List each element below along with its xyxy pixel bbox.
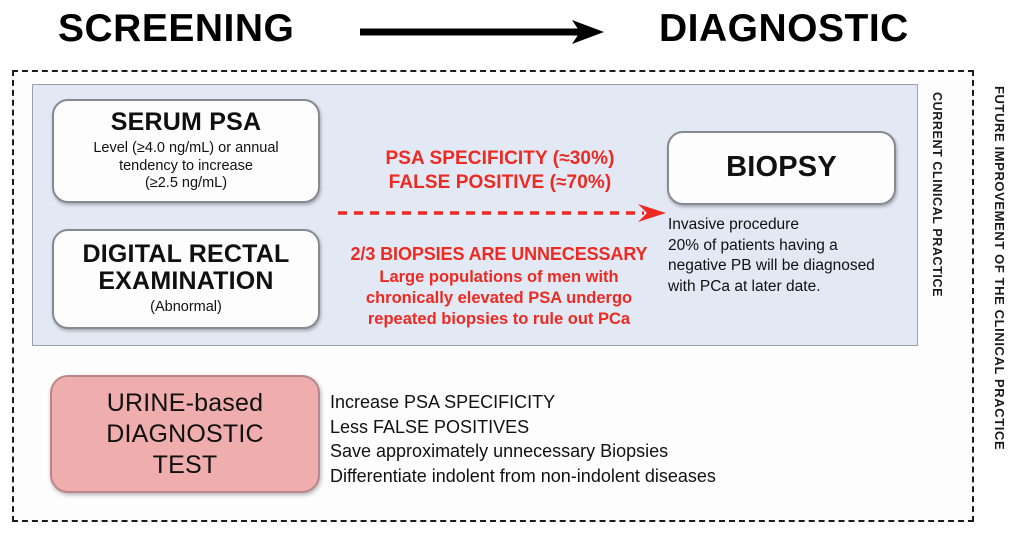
benefit-item: Save approximately unnecessary Biopsies — [330, 441, 669, 462]
serum-psa-detail-line-1: Level (≥4.0 ng/mL) or annual — [93, 140, 279, 157]
dre-title-line-1: DIGITAL RECTAL — [82, 240, 290, 269]
right-arrow-icon — [360, 20, 604, 44]
urine-test-title-line-3: TEST — [152, 450, 218, 479]
psa-specificity-text: PSA SPECIFICITY (≈30%) — [385, 148, 615, 169]
dre-subtitle: (Abnormal) — [150, 299, 222, 316]
biopsy-box[interactable]: BIOPSY — [667, 131, 896, 205]
biopsy-note-line: with PCa at later date. — [668, 277, 821, 295]
biopsy-note-line: Invasive procedure — [668, 216, 799, 233]
benefit-item: Less FALSE POSITIVES — [330, 416, 530, 437]
unnecessary-biopsies-headline: 2/3 BIOPSIES ARE UNNECESSARY — [350, 244, 648, 264]
psa-specificity-annotation: PSA SPECIFICITY (≈30%) FALSE POSITIVE (≈… — [339, 147, 661, 196]
urine-test-benefits-list: Increase PSA SPECIFICITY Less FALSE POSI… — [330, 390, 890, 489]
unnecessary-biopsies-annotation: 2/3 BIOPSIES ARE UNNECESSARY Large popul… — [329, 243, 669, 329]
header-label-diagnostic: DIAGNOSTIC — [659, 7, 909, 50]
biopsy-note-line: negative PB will be diagnosed — [668, 257, 875, 275]
header-label-screening: SCREENING — [58, 7, 295, 50]
urine-test-title-line-2: DIAGNOSTIC — [106, 419, 264, 448]
current-clinical-practice-label: CURRENT CLINICAL PRACTICE — [930, 92, 944, 298]
serum-psa-detail-line-3: (≥2.5 ng/mL) — [144, 175, 228, 192]
digital-rectal-examination-box[interactable]: DIGITAL RECTAL EXAMINATION (Abnormal) — [52, 229, 320, 329]
unnecessary-biopsies-line-1: Large populations of men with — [379, 267, 619, 286]
urine-test-title-line-1: URINE-based — [106, 388, 264, 417]
diagram-header: SCREENING DIAGNOSTIC — [0, 0, 1024, 66]
serum-psa-title: SERUM PSA — [110, 108, 262, 137]
unnecessary-biopsies-line-3: repeated biopsies to rule out PCa — [367, 309, 631, 328]
dre-title-line-2: EXAMINATION — [98, 267, 274, 296]
biopsy-title: BIOPSY — [726, 151, 837, 184]
serum-psa-details: Level (≥4.0 ng/mL) or annual tendency to… — [93, 140, 278, 192]
benefit-item: Increase PSA SPECIFICITY — [330, 392, 556, 412]
serum-psa-box[interactable]: SERUM PSA Level (≥4.0 ng/mL) or annual t… — [52, 99, 320, 203]
false-positive-text: FALSE POSITIVE (≈70%) — [388, 172, 612, 194]
dashed-right-arrow-icon — [338, 204, 666, 222]
benefit-item: Differentiate indolent from non-indolent… — [330, 465, 716, 486]
future-improvement-label: FUTURE IMPROVEMENT OF THE CLINICAL PRACT… — [992, 86, 1007, 451]
serum-psa-detail-line-2: tendency to increase — [119, 157, 253, 174]
biopsy-note-line: 20% of patients having a — [668, 236, 838, 254]
unnecessary-biopsies-line-2: chronically elevated PSA undergo — [365, 288, 633, 307]
biopsy-notes: Invasive procedure 20% of patients havin… — [668, 215, 918, 297]
urine-based-diagnostic-test-box[interactable]: URINE-based DIAGNOSTIC TEST — [50, 375, 320, 493]
